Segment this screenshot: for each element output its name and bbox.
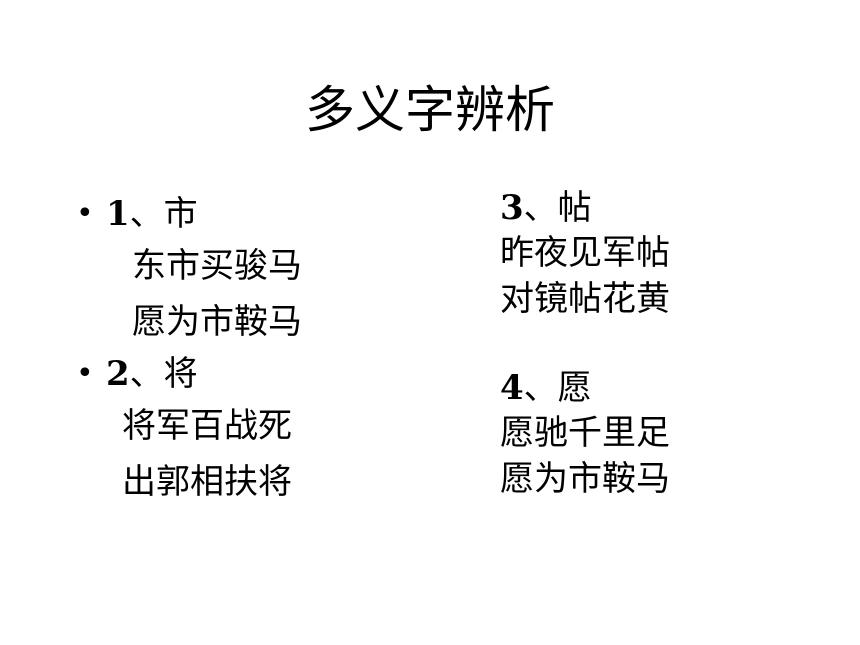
item-character: 帖	[557, 188, 592, 228]
left-column: • 1、市 东市买骏马 愿为市鞍马 • 2、将 将军百战死 出郭相扶将	[76, 190, 456, 510]
example-line: 出郭相扶将	[122, 462, 292, 502]
bullet-icon: •	[76, 356, 94, 391]
item-separator: 、	[129, 354, 164, 394]
item-heading: 4、愿	[500, 366, 830, 410]
item-heading: 1、市	[76, 190, 456, 238]
item-number: 2	[106, 354, 130, 394]
list-item: • 2、将 将军百战死 出郭相扶将	[76, 350, 456, 510]
item-character: 将	[163, 354, 198, 394]
item-character: 市	[163, 194, 198, 234]
item-separator: 、	[129, 194, 164, 234]
bullet-icon: •	[76, 196, 94, 231]
example-line: 将军百战死	[122, 406, 292, 446]
item-number: 3	[500, 188, 524, 228]
list-item: 4、愿 愿驰千里足 愿为市鞍马	[500, 366, 830, 502]
example-line: 愿为市鞍马	[132, 302, 302, 342]
item-number: 4	[500, 368, 524, 408]
slide-title: 多义字辨析	[305, 81, 555, 139]
item-heading: 2、将	[76, 350, 456, 398]
item-number: 1	[106, 194, 130, 234]
list-item: 3、帖 昨夜见军帖 对镜帖花黄	[500, 186, 830, 322]
item-separator: 、	[523, 188, 558, 228]
example-line: 愿为市鞍马	[500, 459, 670, 499]
right-column: 3、帖 昨夜见军帖 对镜帖花黄 4、愿 愿驰千里足 愿为市鞍马	[500, 186, 830, 502]
example-line: 愿驰千里足	[500, 413, 670, 453]
list-item: • 1、市 东市买骏马 愿为市鞍马	[76, 190, 456, 350]
example-line: 昨夜见军帖	[500, 233, 670, 273]
example-line: 东市买骏马	[132, 246, 302, 286]
example-line: 对镜帖花黄	[500, 279, 670, 319]
item-character: 愿	[557, 368, 592, 408]
item-separator: 、	[523, 368, 558, 408]
item-heading: 3、帖	[500, 186, 830, 230]
